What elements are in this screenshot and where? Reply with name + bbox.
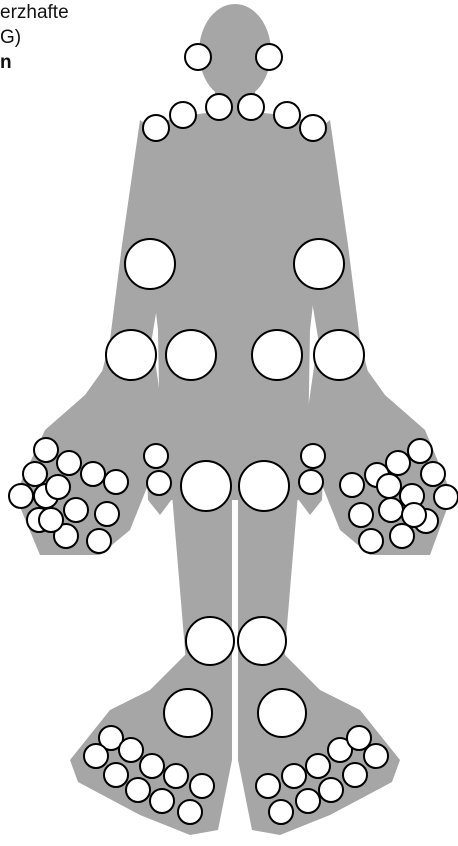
right-hand-joint-1[interactable]: [408, 439, 432, 463]
right-hand-joint-2[interactable]: [421, 462, 445, 486]
heading-line-2: G): [0, 25, 69, 50]
shoulder-right[interactable]: [294, 239, 344, 289]
elbow-left-inner[interactable]: [166, 330, 216, 380]
wrist-left-1[interactable]: [144, 444, 168, 468]
right-foot-joint-6[interactable]: [364, 744, 388, 768]
body-silhouette: [15, 4, 452, 835]
hip-left[interactable]: [181, 461, 231, 511]
left-hand-joint-8[interactable]: [81, 462, 105, 486]
right-hand-joint-11[interactable]: [349, 503, 373, 527]
shoulder-top-left-1[interactable]: [143, 115, 169, 141]
right-hand-joint-13[interactable]: [359, 529, 383, 553]
heading-line-1: erzhafte: [0, 0, 69, 25]
clavicle-left[interactable]: [206, 94, 232, 120]
left-foot-joint-8[interactable]: [126, 778, 150, 802]
shoulder-top-left-2[interactable]: [170, 102, 196, 128]
left-hand-joint-7[interactable]: [46, 475, 70, 499]
wrist-left-2[interactable]: [147, 471, 171, 495]
ankle-right[interactable]: [258, 689, 306, 737]
left-hand-joint-1[interactable]: [34, 438, 58, 462]
left-foot-joint-7[interactable]: [104, 763, 128, 787]
right-foot-joint-2[interactable]: [282, 764, 306, 788]
right-hand-joint-8[interactable]: [377, 474, 401, 498]
left-hand-joint-2[interactable]: [23, 462, 47, 486]
right-hand-joint-4[interactable]: [386, 451, 410, 475]
right-hand-joint-3[interactable]: [434, 485, 458, 509]
left-hand-joint-6[interactable]: [57, 451, 81, 475]
left-hand-joint-13[interactable]: [87, 529, 111, 553]
elbow-right-inner[interactable]: [252, 330, 302, 380]
shoulder-top-right-2[interactable]: [300, 115, 326, 141]
knee-right[interactable]: [238, 617, 286, 665]
right-hand-joint-12[interactable]: [390, 524, 414, 548]
heading-line-3: n: [0, 50, 69, 75]
jaw-joint-left[interactable]: [185, 44, 211, 70]
left-hand-joint-9[interactable]: [104, 470, 128, 494]
left-foot-joint-2[interactable]: [84, 744, 108, 768]
knee-left[interactable]: [186, 617, 234, 665]
shoulder-left[interactable]: [125, 239, 175, 289]
left-foot-joint-6[interactable]: [190, 774, 214, 798]
clavicle-right[interactable]: [238, 94, 264, 120]
left-foot-joint-9[interactable]: [150, 789, 174, 813]
right-hand-joint-14[interactable]: [402, 503, 426, 527]
right-foot-joint-3[interactable]: [306, 754, 330, 778]
elbow-right-outer[interactable]: [314, 330, 364, 380]
left-hand-joint-11[interactable]: [95, 502, 119, 526]
right-foot-joint-9[interactable]: [319, 778, 343, 802]
ankle-left[interactable]: [164, 689, 212, 737]
elbow-left-outer[interactable]: [106, 330, 156, 380]
page-heading: erzhafte G) n: [0, 0, 69, 75]
wrist-right-2[interactable]: [299, 470, 323, 494]
left-hand-joint-14[interactable]: [39, 508, 63, 532]
right-hand-joint-10[interactable]: [379, 498, 403, 522]
left-foot-joint-3[interactable]: [119, 738, 143, 762]
hip-right[interactable]: [239, 461, 289, 511]
right-foot-joint-1[interactable]: [256, 774, 280, 798]
left-hand-joint-3[interactable]: [9, 484, 33, 508]
right-hand-joint-6[interactable]: [340, 473, 364, 497]
right-foot-joint-7[interactable]: [269, 800, 293, 824]
left-foot-joint-5[interactable]: [164, 764, 188, 788]
jaw-joint-right[interactable]: [256, 44, 282, 70]
shoulder-top-right-1[interactable]: [274, 102, 300, 128]
right-foot-joint-8[interactable]: [296, 789, 320, 813]
right-foot-joint-10[interactable]: [343, 763, 367, 787]
left-foot-joint-4[interactable]: [140, 754, 164, 778]
wrist-right-1[interactable]: [301, 444, 325, 468]
left-hand-joint-10[interactable]: [64, 498, 88, 522]
left-foot-joint-10[interactable]: [178, 800, 202, 824]
